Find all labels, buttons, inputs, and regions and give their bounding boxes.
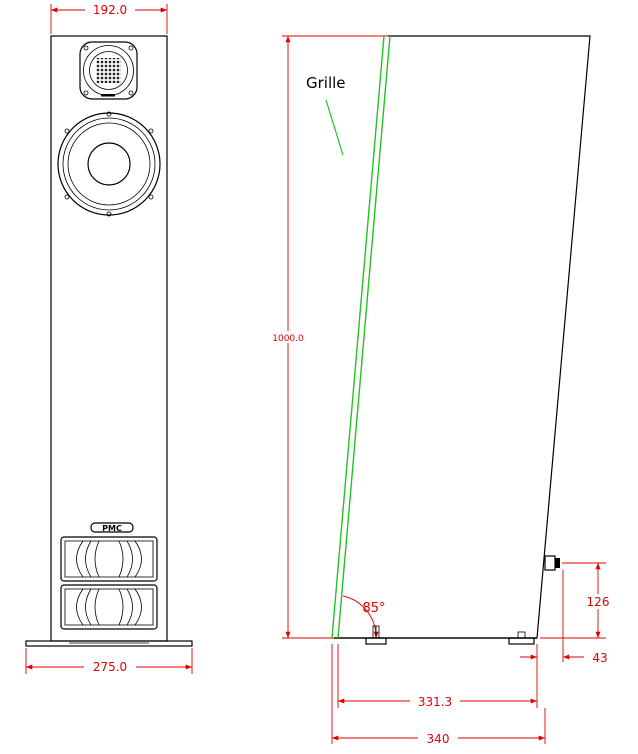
side-grille (331, 35, 391, 639)
side-view: 1000.0 Grille 85° (271, 35, 615, 746)
side-cabinet (334, 35, 591, 639)
side-height-dimension: 1000.0 (271, 35, 388, 639)
rear-terminal (544, 555, 560, 571)
front-base-label: 275.0 (93, 660, 127, 674)
tweeter-mesh (96, 58, 121, 83)
rear-foot (508, 637, 535, 645)
front-plinth (25, 640, 193, 647)
upper-bass-port (60, 536, 158, 582)
side-height-label: 1000.0 (272, 334, 304, 344)
grille-label: Grille (306, 74, 346, 92)
inner-depth-label: 331.3 (418, 695, 452, 709)
front-width-label: 192.0 (93, 3, 127, 17)
inner-depth-dimension: 331.3 (337, 644, 538, 709)
pmc-logo: PMC (90, 522, 134, 533)
terminal-height-label: 126 (587, 595, 610, 609)
front-foot (365, 637, 387, 645)
total-depth-dimension: 340 (331, 644, 546, 746)
grille-leader (325, 99, 344, 156)
tweeter (79, 41, 138, 100)
woofer (57, 111, 161, 217)
front-width-dimension: 192.0 (50, 2, 168, 34)
total-depth-label: 340 (427, 732, 450, 746)
pmc-logo-text: PMC (102, 524, 122, 533)
terminal-height-dimension: 126 (540, 562, 615, 639)
angle-label: 85° (362, 601, 385, 616)
front-view: 192.0 (25, 2, 193, 674)
terminal-depth-dimension: 43 (520, 570, 608, 665)
front-base-dimension: 275.0 (25, 648, 193, 674)
front-cabinet (50, 35, 168, 642)
lower-bass-port (60, 584, 158, 630)
terminal-depth-label: 43 (592, 651, 607, 665)
